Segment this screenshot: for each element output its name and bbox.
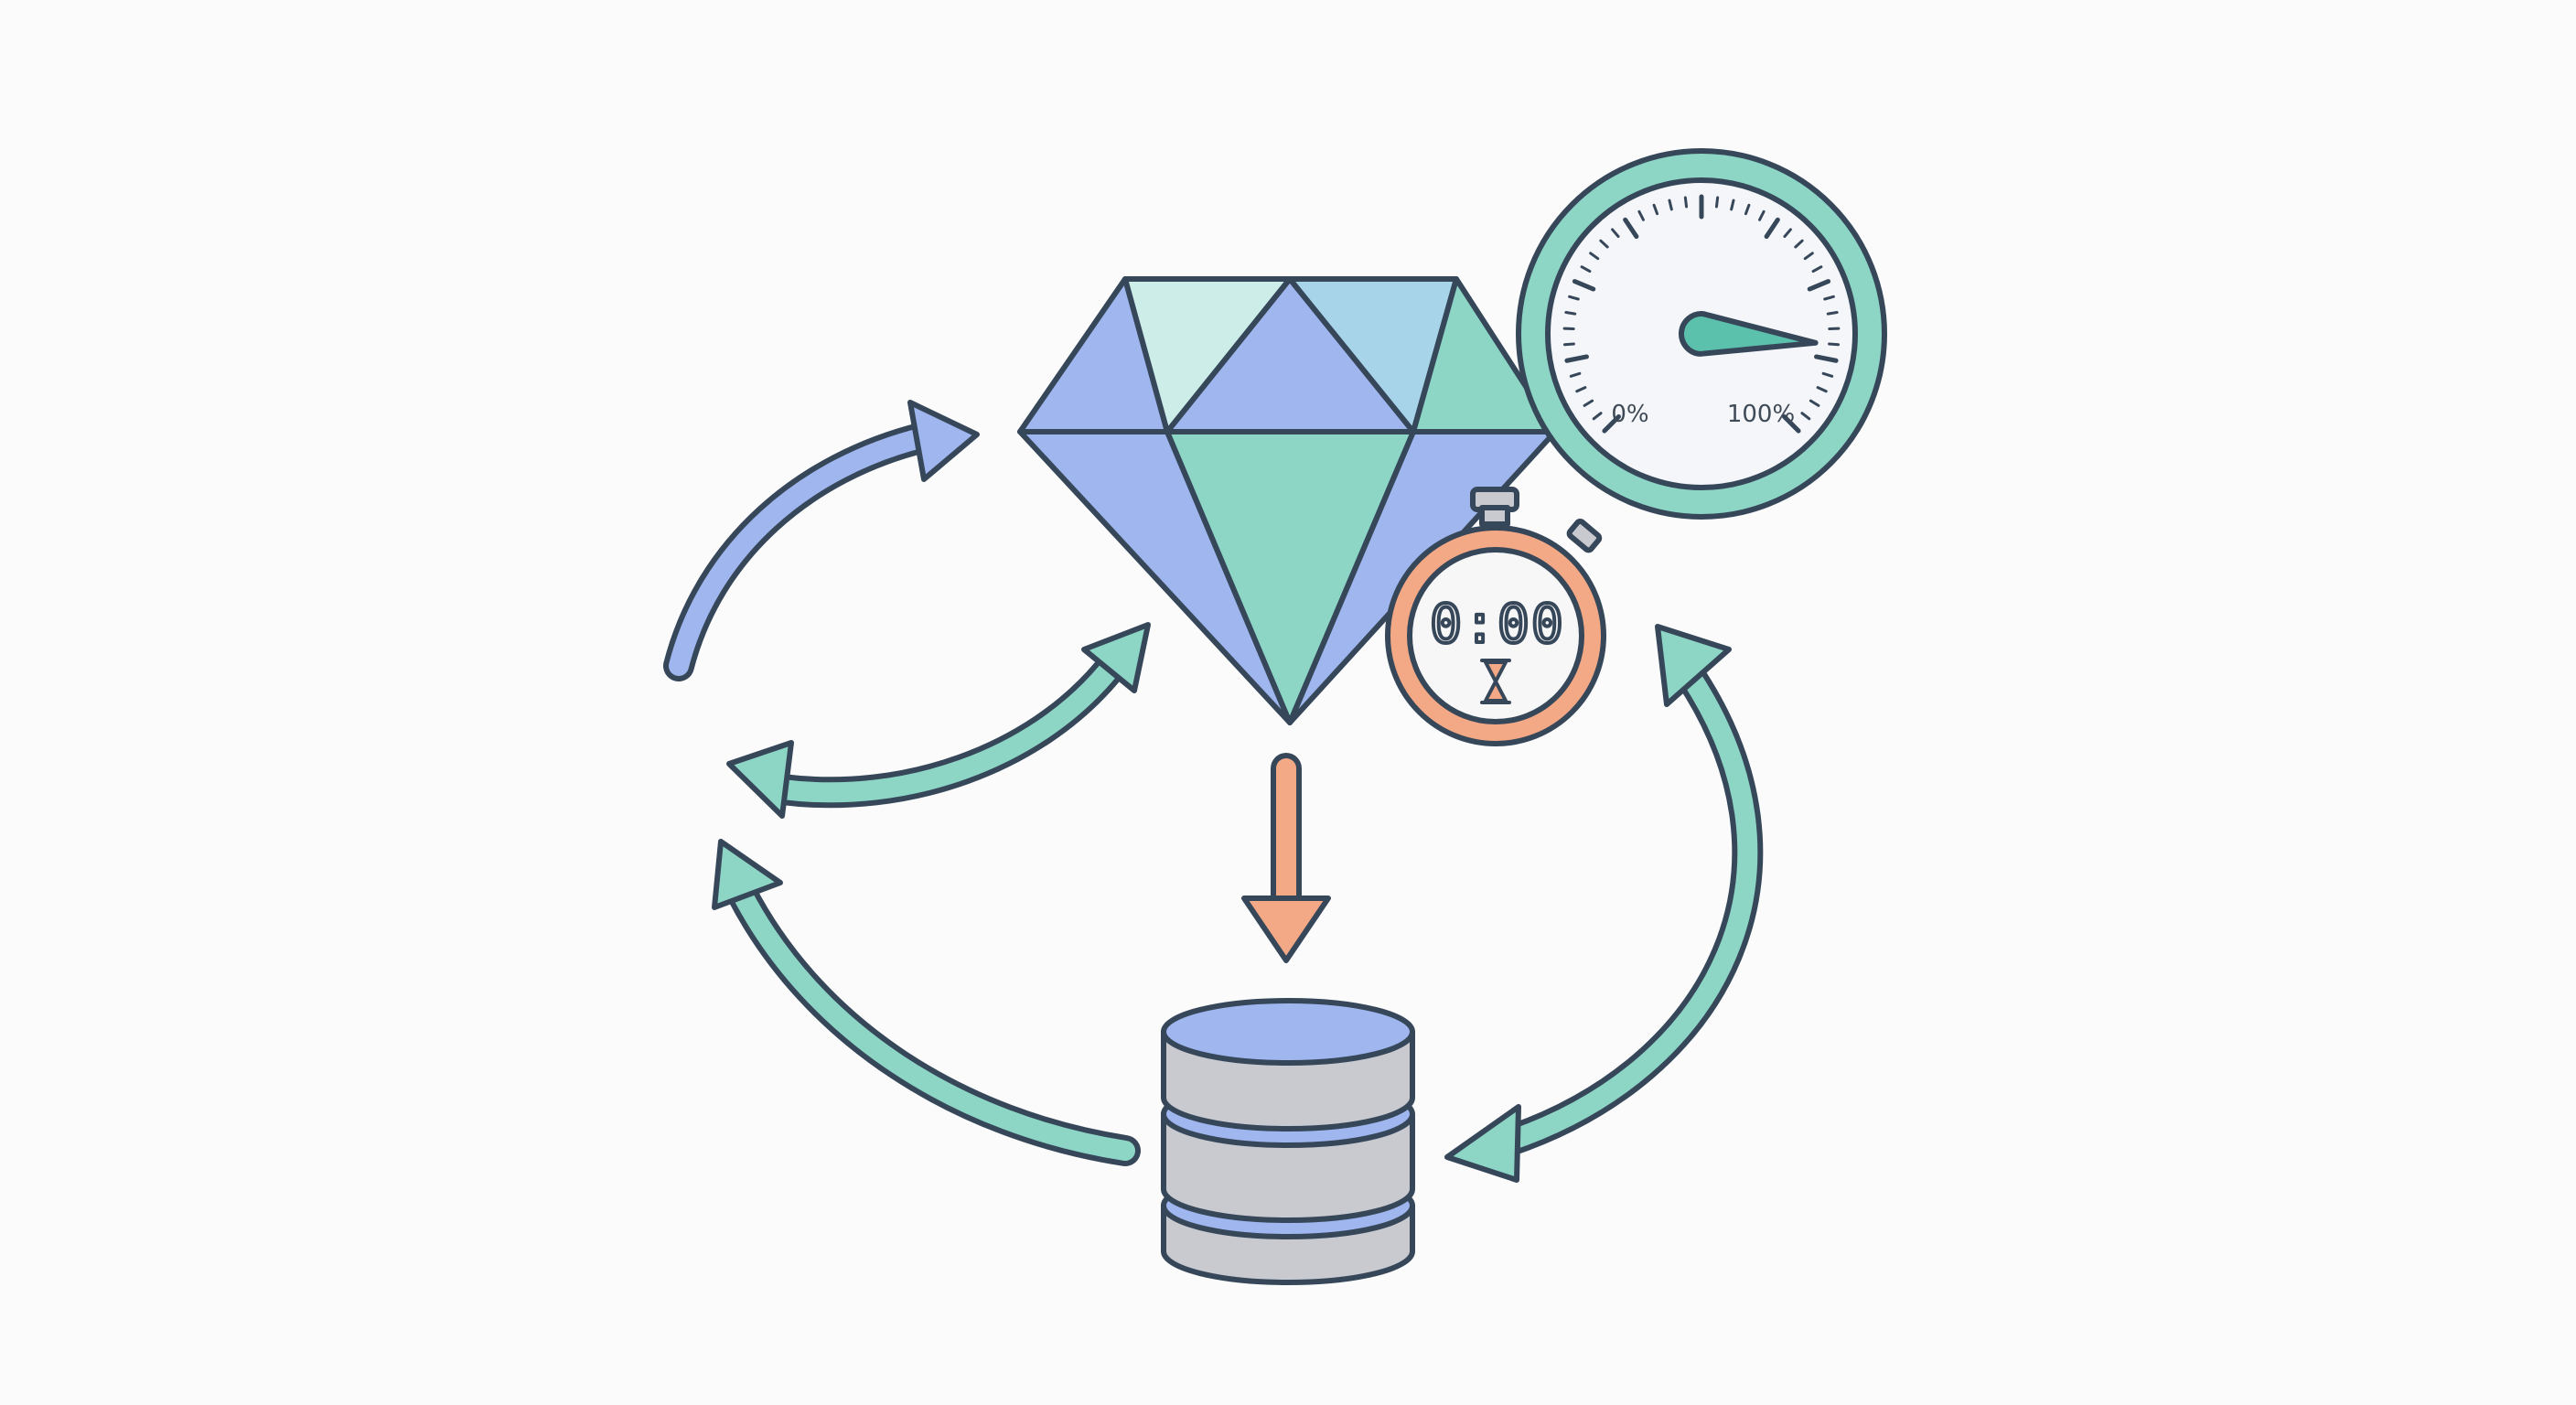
gauge-tick [1828,342,1841,347]
stopwatch-display: 0:00 [1430,593,1565,655]
gauge-tick [1730,198,1735,211]
cycle-arrow-blue-upper-left [663,400,980,681]
gauge-tick [1602,414,1621,434]
gauge-tick [1758,209,1766,221]
gauge-tick [1811,265,1823,273]
gauge-tick [1599,239,1609,249]
gauge-tick-marks [1562,194,1841,434]
gauge-tick [1800,412,1811,421]
gauge-tick [1611,228,1620,239]
cycle-arrow-teal-lower-left [712,839,1141,1166]
gauge-tick [1823,295,1835,301]
gauge-tick [1623,217,1639,240]
cycle-arrow-teal-right [1444,624,1764,1183]
gauge-tick [1816,386,1828,393]
gauge-tick [1782,414,1801,434]
flow-arrow-down [1241,753,1331,963]
database-icon [1161,998,1415,1285]
gauge-tick [1569,371,1582,378]
gauge-tick [1564,311,1577,316]
gauge-tick [1783,228,1792,239]
gauge-tick [1814,354,1839,363]
gauge-icon: 0% 100% [1516,148,1887,520]
gauge-tick [1744,203,1751,216]
hourglass-icon [1480,659,1511,704]
gauge-tick [1589,252,1600,261]
gauge-tick [1683,196,1689,209]
gauge-max-label: 100% [1727,401,1795,428]
gauge-tick [1568,295,1580,301]
gauge-tick [1821,371,1834,378]
gauge-tick [1803,252,1814,261]
gauge-tick [1592,412,1603,421]
gauge-tick [1826,311,1839,316]
gauge-tick [1652,203,1659,216]
gauge-tick [1564,354,1589,363]
gauge-tick [1637,209,1645,221]
gauge-tick [1580,265,1592,273]
gauge-tick [1562,342,1575,347]
gauge-tick [1668,198,1673,211]
gauge-tick [1714,196,1720,209]
gauge-tick [1764,217,1780,240]
gauge-tick [1572,279,1596,292]
stopwatch-icon: 0:00 [1385,487,1606,746]
gauge-tick [1794,239,1804,249]
gauge-needle [1679,311,1819,357]
cycle-arrow-teal-double [726,622,1151,819]
gauge-tick [1583,399,1594,407]
gauge-min-label: 0% [1611,401,1648,428]
gauge-tick [1575,386,1587,393]
gauge-tick [1809,399,1820,407]
gauge-tick [1807,279,1831,292]
